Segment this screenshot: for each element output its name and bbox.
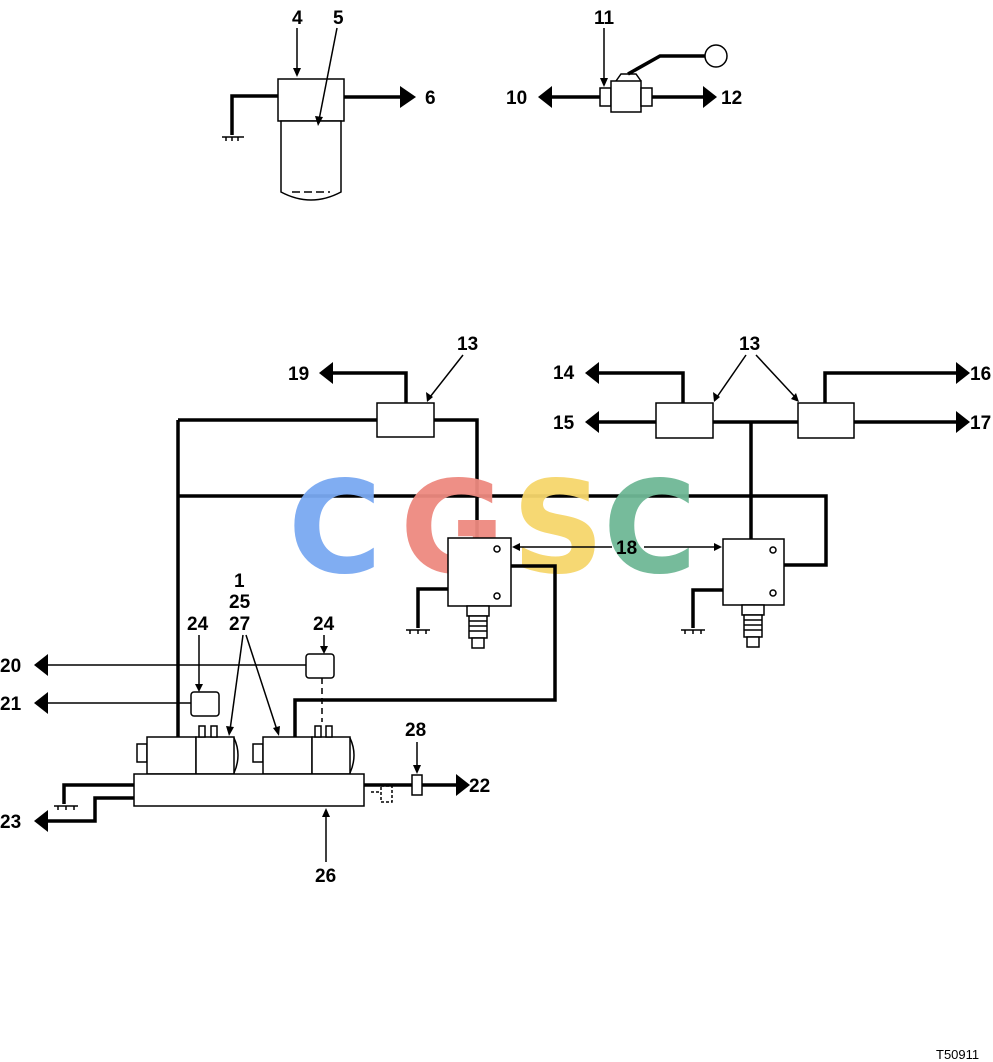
callout-11: 11 — [594, 8, 615, 29]
callout-6: 6 — [425, 88, 436, 109]
callouts: 4 5 6 11 10 12 13 13 19 14 15 16 17 18 1… — [0, 8, 991, 1062]
watermark: C G S C — [288, 454, 697, 603]
callout-4: 4 — [292, 8, 303, 29]
callout-24-left: 24 — [187, 614, 209, 635]
callout-12: 12 — [721, 88, 742, 109]
valve-13-left — [178, 362, 479, 545]
callout-28: 28 — [405, 720, 426, 741]
valves-13-right — [585, 362, 970, 539]
figure-reference: T50911 — [936, 1047, 979, 1062]
callout-14: 14 — [553, 363, 575, 384]
callout-19: 19 — [288, 364, 309, 385]
main-lines — [176, 420, 828, 737]
callout-25: 25 — [229, 592, 251, 613]
callout-15: 15 — [553, 413, 575, 434]
callout-13-right: 13 — [739, 334, 760, 355]
callout-17: 17 — [970, 413, 991, 434]
callout-22: 22 — [469, 776, 490, 797]
ball-valve — [538, 44, 728, 113]
watermark-letter-1: C — [288, 454, 382, 603]
callout-27: 27 — [229, 614, 250, 635]
callout-16: 16 — [970, 364, 991, 385]
filter-assembly — [222, 78, 416, 201]
filter-bowl — [280, 120, 342, 201]
relief-valve-right — [681, 538, 785, 648]
relief-valve-left — [293, 537, 557, 737]
arrow-6 — [400, 86, 416, 108]
callout-24-right: 24 — [313, 614, 335, 635]
callout-26: 26 — [315, 866, 336, 887]
filter-head — [277, 78, 345, 122]
callout-1: 1 — [234, 571, 245, 592]
callout-13-left: 13 — [457, 334, 478, 355]
leader-lines — [195, 27, 799, 862]
watermark-letter-3: S — [512, 454, 604, 603]
solenoid-manifold — [34, 653, 470, 832]
callout-10: 10 — [506, 88, 527, 109]
callout-21: 21 — [0, 694, 22, 715]
watermark-letter-4: C — [603, 454, 697, 603]
callout-20: 20 — [0, 656, 21, 677]
callout-23: 23 — [0, 812, 21, 833]
callout-18: 18 — [616, 538, 637, 559]
callout-5: 5 — [333, 8, 344, 29]
